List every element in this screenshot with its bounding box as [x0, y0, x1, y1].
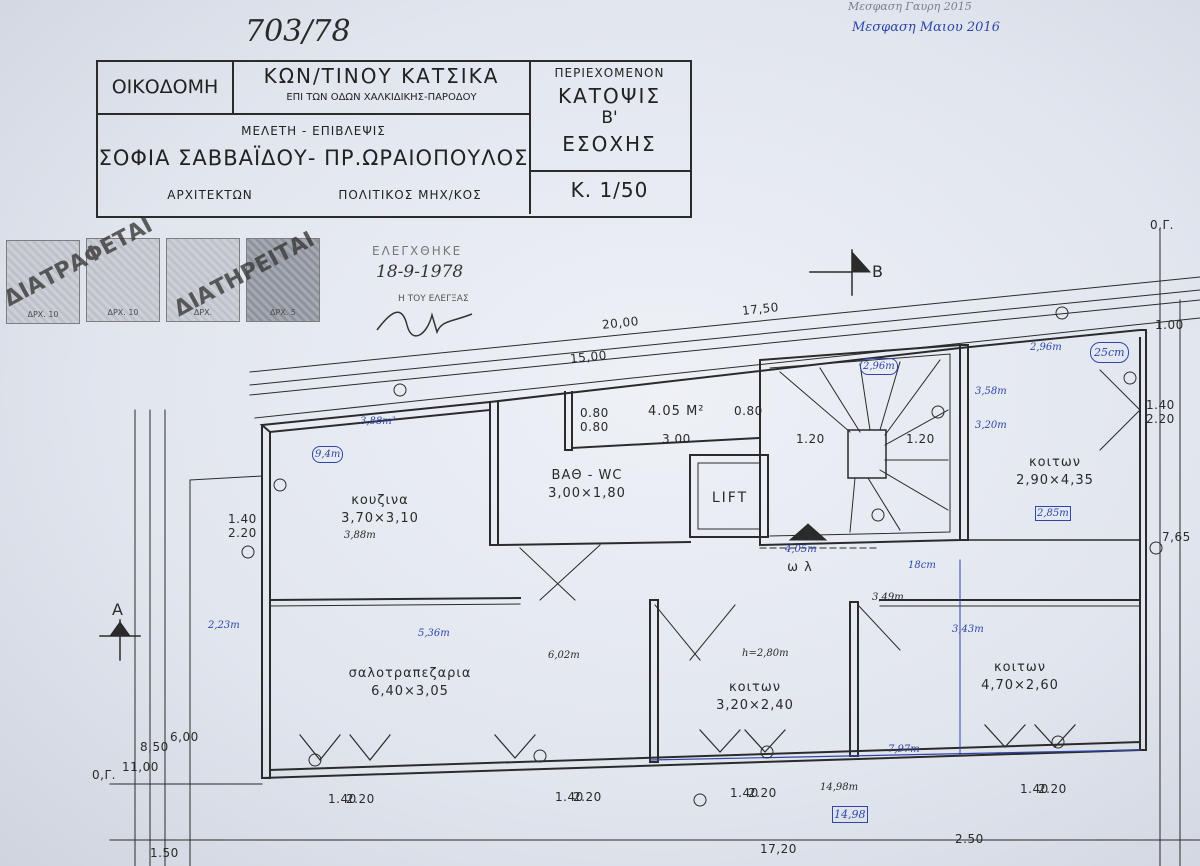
approval-signer: Η ΤΟΥ ΕΛΕΓΞΑΣ	[398, 294, 469, 304]
revenue-stamp-2: ΔΡΧ. 10	[86, 238, 160, 322]
note-a11: h=2,80m	[742, 648, 789, 659]
scale: Κ. 1/50	[570, 178, 649, 202]
bath-size: 3,00×1,80	[548, 486, 626, 501]
contents-line-2: Β'	[601, 108, 618, 128]
win-living2-a: 1.40	[555, 790, 584, 804]
note-a17: 18cm	[908, 560, 936, 571]
note-a12: 7,97m	[888, 744, 920, 755]
living-size: 6,40×3,05	[371, 684, 449, 699]
note-a1: 3,88m²	[360, 416, 396, 427]
section-marker-b: Β	[872, 262, 883, 281]
note-a16: 5,36m	[418, 628, 450, 639]
note-a4: 3,58m	[975, 386, 1007, 397]
win-bed3-a: 1.40	[1020, 782, 1049, 796]
note-a14: 14,98	[832, 806, 868, 823]
title-block	[96, 60, 692, 218]
bedroom1-name: κοιτων	[1029, 455, 1081, 470]
dim-300: 3.00	[662, 432, 691, 446]
contents-line-3: ΕΣΟΧΗΣ	[562, 132, 657, 156]
note-line-1: Μεσφαση Γαυρη 2015	[848, 0, 972, 13]
bedroom3-name: κοιτων	[994, 660, 1046, 675]
win-living2-b: 2.20	[573, 790, 602, 804]
dim-600: 6,00	[170, 730, 199, 744]
win-living1-a: 1.40	[328, 792, 357, 806]
og-left: 0,Γ.	[92, 768, 116, 782]
note-a3: 3,88m	[344, 530, 376, 541]
note-a9: 3,49m	[872, 592, 904, 603]
bedroom3-size: 4,70×2,60	[981, 678, 1059, 693]
og-right: 0,Γ.	[1150, 218, 1174, 232]
title-block-divider-d	[529, 170, 531, 214]
win-kitchen-b: 2.20	[228, 526, 257, 540]
note-a7: 2,23m	[208, 620, 240, 631]
kitchen-size: 3,70×3,10	[341, 511, 419, 526]
section-marker-a: Α	[112, 600, 123, 619]
note-a18: 2,96m	[860, 358, 898, 375]
designers: ΣΟΦΙΑ ΣΑΒΒΑΪΔΟΥ- ΠΡ.ΩΡΑΙΟΠΟΥΛΟΣ	[98, 146, 529, 170]
note-a6: 3,20m	[975, 420, 1007, 431]
revenue-stamp-3: ΔΡΧ.	[166, 238, 240, 322]
contents-line-1: ΚΑΤΟΨΙΣ	[557, 84, 662, 108]
dim-250: 2.50	[955, 832, 984, 846]
win-kitchen-a: 1.40	[228, 512, 257, 526]
bedroom2-size: 3,20×2,40	[716, 698, 794, 713]
win-bed2-a: 1.40	[730, 786, 759, 800]
architect-role: ΑΡΧΙΤΕΚΤΩΝ	[167, 188, 253, 202]
note-line-2: Μεσφαση Μαιου 2016	[852, 20, 1000, 35]
note-a8: 25cm	[1090, 342, 1129, 363]
dim-850: 8,50	[140, 740, 169, 754]
study-label: ΜΕΛΕΤΗ - ΕΠΙΒΛΕΨΙΣ	[241, 124, 386, 138]
building-label: ΟΙΚΟΔΟΜΗ	[111, 76, 219, 98]
dim-080: 0.80	[580, 406, 609, 420]
owner-name: ΚΩΝ/ΤΙΝΟΥ ΚΑΤΣΙΚΑ	[263, 64, 500, 88]
dim-080c: 0.80	[734, 404, 763, 418]
approval-date: 18-9-1978	[376, 262, 464, 282]
dim-120b: 1.20	[906, 432, 935, 446]
dim-100: 1.00	[1155, 318, 1184, 332]
bedroom1-size: 2,90×4,35	[1016, 473, 1094, 488]
title-block-divider-b	[232, 60, 531, 115]
win-bed2-b: 2.20	[748, 786, 777, 800]
engineer-role: ΠΟΛΙΤΙΚΟΣ ΜΗΧ/ΚΟΣ	[338, 188, 482, 202]
revenue-stamp-1: ΔΡΧ. 10	[6, 240, 80, 324]
note-a20: 2,85m	[1035, 506, 1071, 521]
bedroom2-name: κοιτων	[729, 680, 781, 695]
win-bed3-b: 2.20	[1038, 782, 1067, 796]
lift-label: LIFT	[711, 490, 749, 506]
win-living1-b: 2.20	[346, 792, 375, 806]
kitchen-name: κουζινα	[351, 493, 409, 508]
note-a10: 3,43m	[952, 624, 984, 635]
bath-name: ΒΑΘ - WC	[551, 468, 623, 483]
win-bed1-a: 1.40	[1146, 398, 1175, 412]
hall-area: 4.05 M²	[648, 404, 705, 419]
signature	[376, 311, 473, 337]
dim-150: 1.50	[150, 846, 179, 860]
win-bed1-b: 2.20	[1146, 412, 1175, 426]
living-name: σαλοτραπεζαρια	[348, 666, 472, 681]
note-a2: 9,4m	[312, 446, 344, 463]
title-block-divider-c	[529, 113, 690, 172]
revenue-stamp-4: ΔΡΧ. 5	[246, 238, 320, 322]
title-block-divider-a	[96, 60, 234, 115]
note-a13: 14,98m	[820, 782, 859, 793]
file-number: 703/78	[245, 14, 351, 49]
dim-120a: 1.20	[796, 432, 825, 446]
dim-1720: 17,20	[760, 842, 797, 856]
note-a19: 4,05m	[785, 544, 817, 555]
note-a5: 2,96m	[1030, 342, 1062, 353]
contents-label: ΠΕΡΙΕΧΟΜΕΝΟΝ	[554, 66, 665, 80]
note-a15: 6,02m	[548, 650, 580, 661]
hallway-label: ω λ	[787, 560, 813, 575]
approval-stamp: ΕΛΕΓΧΘΗΚΕ	[372, 244, 463, 258]
dim-765: 7,65	[1162, 530, 1191, 544]
dim-080b: 0.80	[580, 420, 609, 434]
dim-11: 11,00	[122, 760, 159, 774]
owner-address: ΕΠΙ ΤΩΝ ΟΔΩΝ ΧΑΛΚΙΔΙΚΗΣ-ΠΑΡΟΔΟΥ	[286, 92, 477, 103]
